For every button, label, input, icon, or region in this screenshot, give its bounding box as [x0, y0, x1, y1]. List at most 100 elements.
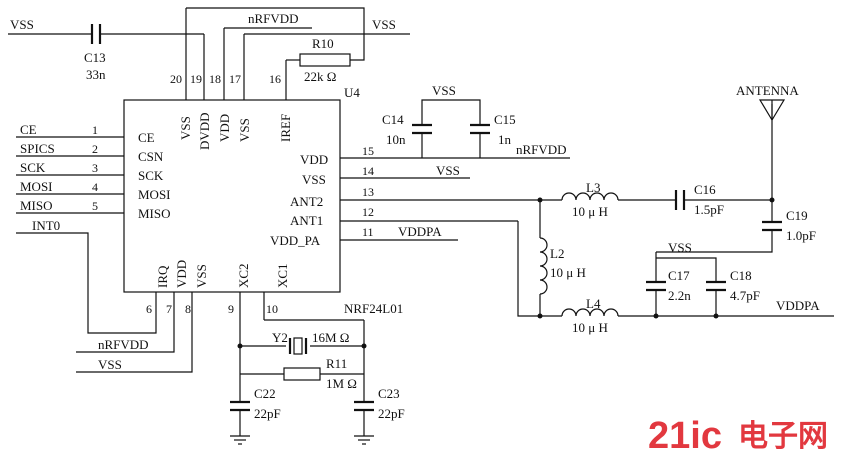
- net-label-nrfvdd-right: nRFVDD: [516, 142, 567, 157]
- l4-inductor: [561, 308, 619, 317]
- y2-crystal: [293, 337, 303, 355]
- pin-number-15: 15: [362, 144, 374, 158]
- l3-inductor: [561, 192, 619, 201]
- net-label-vss-top-left: VSS: [10, 17, 34, 32]
- pin-number-5: 5: [92, 199, 98, 213]
- c19-to-c17-wire: [656, 230, 773, 253]
- top-pins: 20 19 18 17 16 VSS DVDD VDD VSS IREF: [170, 8, 293, 150]
- net-label-vss-c14-c15: VSS: [432, 83, 456, 98]
- c22-ref: C22: [254, 386, 276, 401]
- pin-name-xc2: XC2: [236, 263, 251, 288]
- vss-c14-c15-wire: [421, 99, 481, 125]
- l2-value: 10 μ H: [550, 265, 586, 280]
- pin-number-10: 10: [266, 302, 278, 316]
- watermark-brand-b: 电子网: [738, 419, 828, 454]
- pin-number-18: 18: [209, 72, 221, 86]
- pin-name-dvdd: DVDD: [197, 112, 212, 150]
- c23-value: 22pF: [378, 406, 405, 421]
- right-pins: 15 14 13 12 11 VDD VSS ANT2 ANT1 VDD_PA: [270, 144, 570, 248]
- l2-inductor: [539, 237, 548, 295]
- net-label-sck: SCK: [20, 160, 46, 175]
- net-label-nrfvdd-bottom: nRFVDD: [98, 337, 149, 352]
- pin-number-16: 16: [269, 72, 281, 86]
- pin-number-8: 8: [185, 302, 191, 316]
- c22-value: 22pF: [254, 406, 281, 421]
- l3-value: 10 μ H: [572, 204, 608, 219]
- c13-ref: C13: [84, 50, 106, 65]
- pin-number-3: 3: [92, 161, 98, 175]
- chip-ref-label: U4: [344, 85, 360, 100]
- ground-symbol-c23: [354, 435, 374, 445]
- vss-c17-c18-wire: [656, 257, 717, 282]
- net-label-ce: CE: [20, 122, 37, 137]
- c13-value: 33n: [86, 67, 106, 82]
- ground-symbol-c22: [230, 435, 250, 445]
- c18-value: 4.7pF: [730, 288, 760, 303]
- net-label-antenna: ANTENNA: [736, 83, 799, 98]
- pin-name-iref: IREF: [278, 114, 293, 142]
- pin-number-9: 9: [228, 302, 234, 316]
- pin-name-vdd-bottom: VDD: [174, 260, 189, 288]
- pin7-wire: [76, 292, 175, 353]
- net-label-mosi: MOSI: [20, 179, 53, 194]
- junction-c18: [713, 313, 719, 319]
- pin-name-miso: MISO: [138, 206, 171, 221]
- watermark-logo: 21ic 电子网: [648, 415, 828, 456]
- y2-value: 16M Ω: [312, 330, 349, 345]
- net-label-vss-bottom: VSS: [98, 357, 122, 372]
- net-label-vss-c17-c18: VSS: [668, 240, 692, 255]
- r10-resistor: [299, 53, 351, 67]
- pin-name-irq: IRQ: [155, 265, 170, 288]
- l3-ref: L3: [586, 180, 600, 195]
- c19-ref: C19: [786, 208, 808, 223]
- ant1-wire: [517, 221, 562, 317]
- pin-number-17: 17: [229, 72, 241, 86]
- c17-ref: C17: [668, 268, 690, 283]
- pin-number-2: 2: [92, 142, 98, 156]
- pin-name-vdd-pa: VDD_PA: [270, 233, 321, 248]
- pin-name-sck: SCK: [138, 168, 164, 183]
- c15-value: 1n: [498, 132, 512, 147]
- chip-part-label: NRF24L01: [344, 301, 403, 316]
- pin-number-6: 6: [146, 302, 152, 316]
- r11-value: 1M Ω: [326, 376, 357, 391]
- r10-value: 22k Ω: [304, 69, 336, 84]
- net-label-miso: MISO: [20, 198, 53, 213]
- net-label-vss-pin14: VSS: [436, 163, 460, 178]
- l2-ref: L2: [550, 246, 564, 261]
- y2-ref: Y2: [272, 330, 288, 345]
- pin-number-14: 14: [362, 164, 374, 178]
- pin-name-xc1: XC1: [275, 263, 290, 288]
- pin8-wire: [76, 292, 193, 373]
- r10-ref: R10: [312, 36, 334, 51]
- net-label-int0: INT0: [32, 218, 60, 233]
- pin-number-11: 11: [362, 225, 374, 239]
- pin-name-vss-top-17: VSS: [237, 118, 252, 142]
- net-label-vddpa-pin11: VDDPA: [398, 224, 442, 239]
- c14-ref: C14: [382, 112, 404, 127]
- nrf24l01-chip-body: [123, 99, 341, 293]
- pin-number-13: 13: [362, 185, 374, 199]
- pin-number-20: 20: [170, 72, 182, 86]
- pin-number-12: 12: [362, 205, 374, 219]
- pin-name-vss-bottom: VSS: [194, 264, 209, 288]
- c23-ref: C23: [378, 386, 400, 401]
- pin-name-ce: CE: [138, 130, 155, 145]
- pin-number-7: 7: [166, 302, 172, 316]
- bottom-pins: 6 7 8 9 10 IRQ VDD VSS XC2 XC1: [76, 260, 290, 373]
- int0-wire: [16, 232, 157, 334]
- c14-value: 10n: [386, 132, 406, 147]
- net-label-spics: SPICS: [20, 141, 55, 156]
- c18-ref: C18: [730, 268, 752, 283]
- net-label-vddpa-right: VDDPA: [776, 298, 820, 313]
- pin-name-ant1: ANT1: [290, 213, 323, 228]
- pin-name-vdd-top: VDD: [217, 114, 232, 142]
- junction-c17: [653, 313, 659, 319]
- pin-name-ant2: ANT2: [290, 194, 323, 209]
- junction-ant1: [537, 313, 543, 319]
- pin-number-19: 19: [190, 72, 202, 86]
- l4-value: 10 μ H: [572, 320, 608, 335]
- pin-name-mosi: MOSI: [138, 187, 171, 202]
- c16-ref: C16: [694, 182, 716, 197]
